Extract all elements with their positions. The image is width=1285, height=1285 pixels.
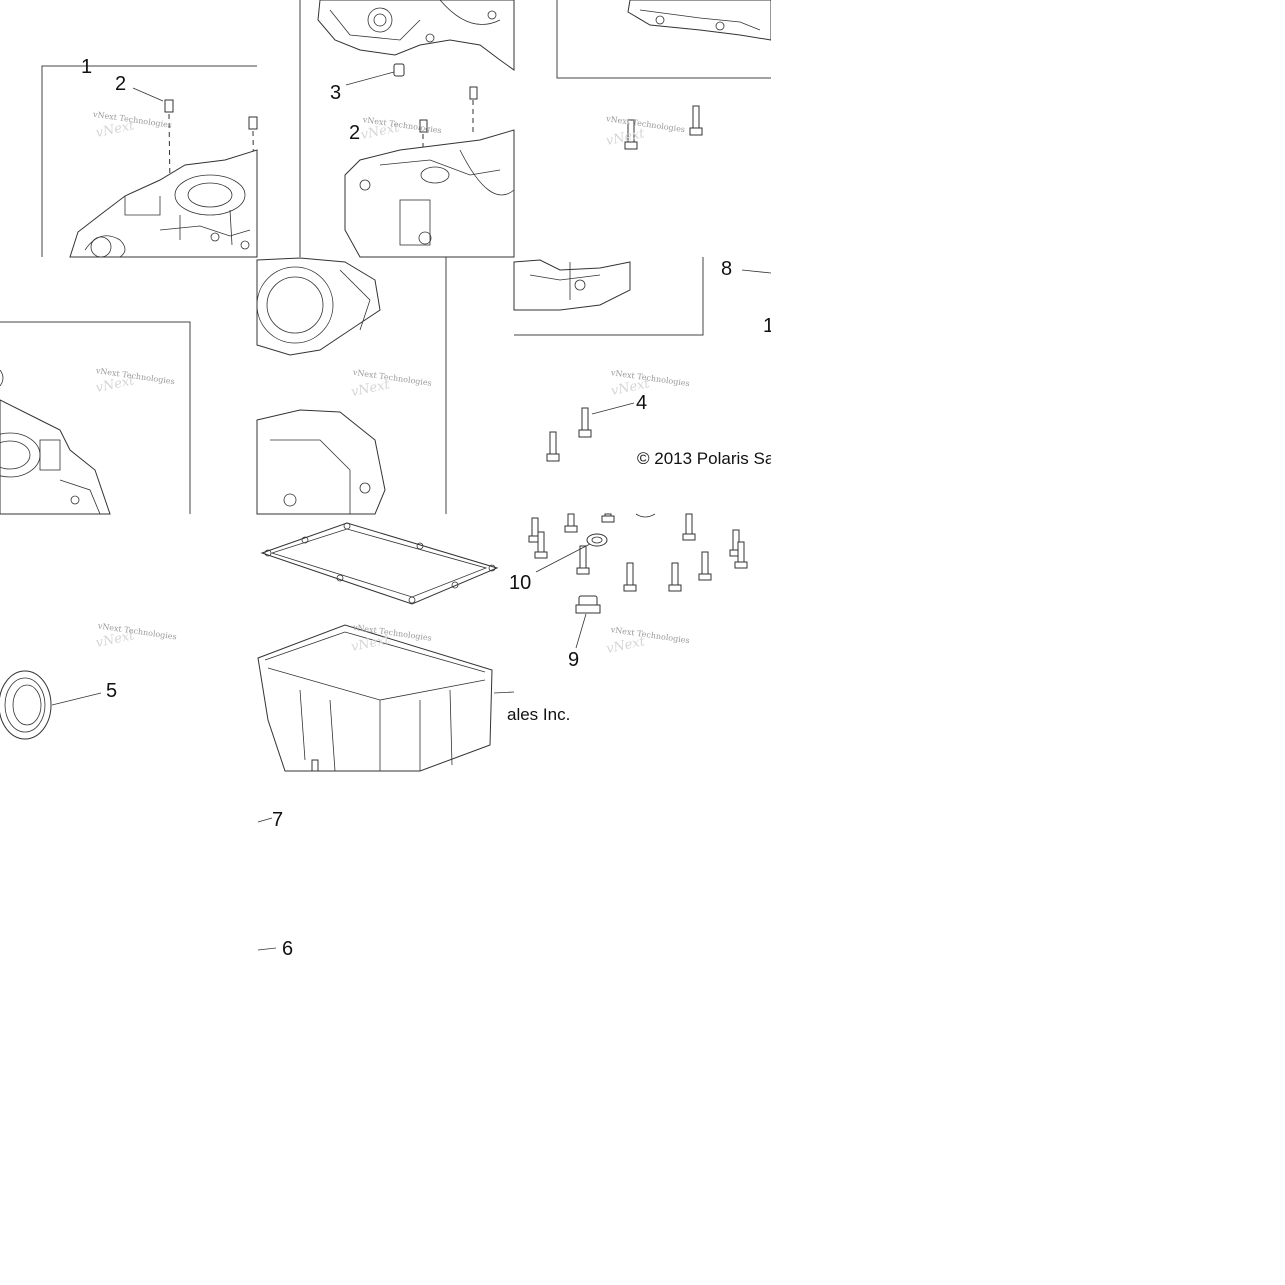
bolt-icon (682, 513, 696, 541)
drain-plug-icon (575, 595, 601, 614)
bolt-icon (578, 407, 592, 438)
washer-icon (586, 533, 608, 547)
tile-bolts (528, 513, 748, 649)
tile-leaders (257, 817, 277, 951)
callout-7: 7 (272, 809, 283, 831)
callout-4: 4 (636, 392, 647, 414)
bolt-icon (576, 545, 590, 575)
tile-case-upper-right (556, 0, 772, 150)
tile-cylinder-middle (256, 257, 447, 515)
oil-seal-icon (0, 670, 52, 740)
tile-oil-pan (257, 522, 515, 772)
tile-seal (0, 670, 102, 740)
tile-case-lower-right (513, 257, 772, 462)
callout-9: 9 (568, 649, 579, 671)
copyright-right: ales Inc. (507, 705, 570, 724)
bolt-icon (698, 551, 712, 581)
callout-2b: 2 (349, 122, 360, 144)
oil-pan-gasket-icon (260, 522, 499, 605)
callout-2: 2 (115, 73, 126, 95)
callout-1b: 1 (763, 315, 774, 337)
callout-3: 3 (330, 82, 341, 104)
bolt-icon (689, 105, 703, 136)
bolt-icon (624, 119, 638, 150)
bolt-icon (601, 513, 615, 523)
tile-crankcase-left (41, 65, 258, 258)
bolt-icon (564, 513, 578, 533)
callout-1: 1 (81, 56, 92, 78)
bolt-icon (668, 562, 682, 592)
bolt-icon (729, 529, 743, 557)
copyright-left: © 2013 Polaris Sa (637, 449, 775, 468)
bolt-icon (734, 541, 748, 569)
callout-labels: 1 2 3 2 8 1 4 10 9 5 7 6 (81, 56, 774, 960)
callout-6: 6 (282, 938, 293, 960)
oil-pan-icon (257, 624, 493, 772)
bolt-icon (546, 431, 560, 462)
callout-8: 8 (721, 258, 732, 280)
callout-5: 5 (106, 680, 117, 702)
bolt-icon (623, 562, 637, 592)
tile-cylinder-left (0, 321, 191, 515)
tile-crankcase-middle (299, 0, 515, 258)
bolt-icon (534, 531, 548, 559)
callout-10: 10 (509, 572, 531, 594)
